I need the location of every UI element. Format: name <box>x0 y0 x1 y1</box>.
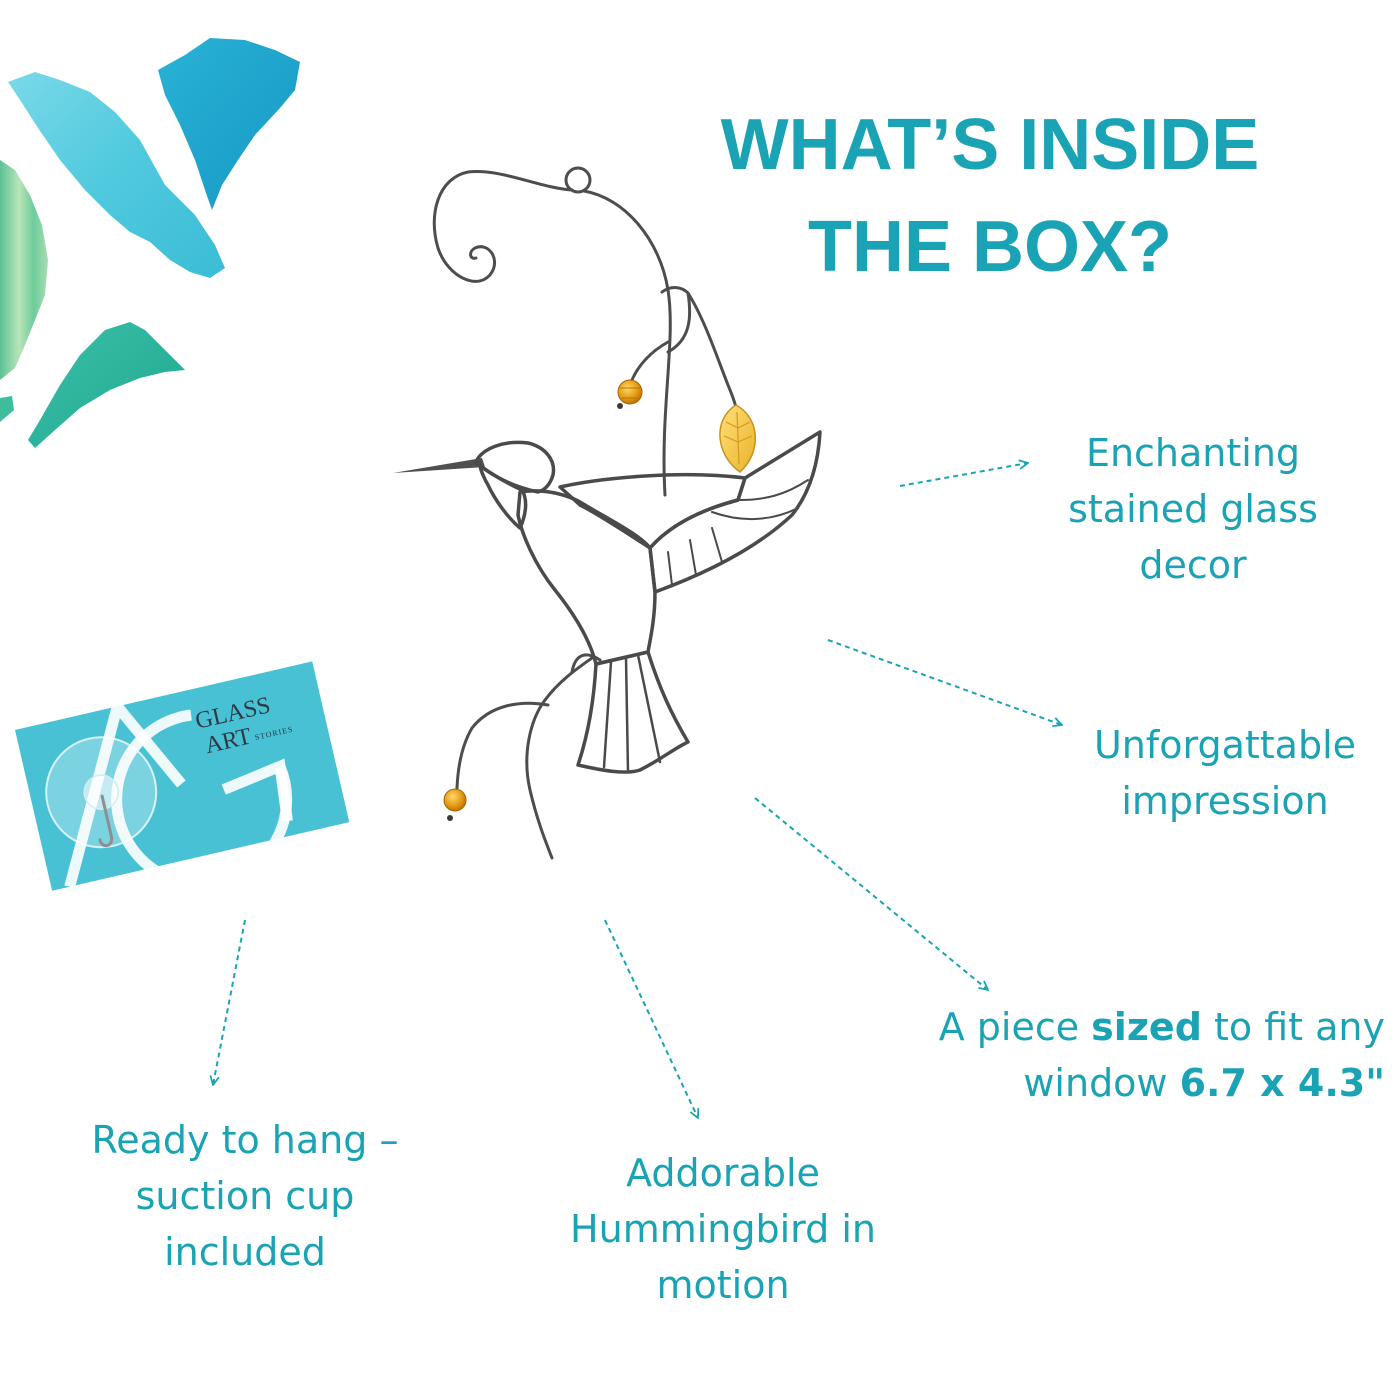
size-text: window <box>1023 1061 1180 1105</box>
bead-facet <box>620 387 640 399</box>
curl-wire <box>432 169 574 283</box>
arrow-to-hang <box>213 919 246 1085</box>
feature-motion-line: motion <box>656 1263 790 1307</box>
feature-hang-line: Ready to hang – <box>91 1118 399 1162</box>
feature-decor-line: Enchanting <box>1085 431 1301 475</box>
suction-cup-card: GLASS ART STORIES <box>15 661 350 891</box>
title-line-2: THE BOX? <box>807 207 1172 287</box>
leaf-stem-wire <box>686 291 738 410</box>
feature-hang-line: suction cup <box>135 1174 355 1218</box>
hanging-loop <box>564 166 592 194</box>
title-line-1: WHAT’S INSIDE <box>720 105 1260 185</box>
feature-impression-line: impression <box>1121 779 1329 823</box>
bead-tip <box>617 403 623 409</box>
size-text: to fit any <box>1201 1005 1385 1049</box>
amber-bead-bottom <box>443 788 467 812</box>
arrow-to-decor <box>899 463 1028 487</box>
feature-decor: Enchanting stained glass decor <box>1043 425 1343 593</box>
size-text: A piece <box>938 1005 1092 1049</box>
feature-impression-line: Unforgattable <box>1093 723 1357 767</box>
glass-shard-green-streaky <box>0 160 48 380</box>
card-background <box>15 661 350 891</box>
inner-loop-wire <box>666 291 692 354</box>
tail-lead-lines <box>602 653 662 774</box>
hummingbird-suncatcher <box>393 166 822 860</box>
wing-feather-lines <box>667 479 809 586</box>
glass-shards <box>0 38 300 448</box>
arrow-to-size <box>754 797 988 990</box>
lower-sub-branch-wire <box>455 701 550 790</box>
card-monogram-g <box>111 709 293 890</box>
feature-hang-line: included <box>164 1230 326 1274</box>
hummingbird-tail <box>576 650 690 774</box>
suction-cup-hook <box>98 794 114 848</box>
glass-shard-teal <box>28 322 185 448</box>
card-monogram-g-bar <box>221 758 293 822</box>
feature-motion: Addorable Hummingbird in motion <box>523 1145 923 1313</box>
feature-decor-line: stained glass <box>1068 487 1318 531</box>
hummingbird-wing-teal <box>558 472 747 550</box>
branch-wire <box>660 286 690 295</box>
glass-shard-small <box>0 396 14 422</box>
amber-bead-top <box>617 379 643 405</box>
leaf-vein <box>723 411 753 465</box>
feature-size: A piece sized to fit any window 6.7 x 4.… <box>900 999 1385 1111</box>
feature-hang: Ready to hang – suction cup included <box>45 1112 445 1280</box>
feature-motion-line: Addorable <box>626 1151 820 1195</box>
callout-arrows <box>213 463 1062 1118</box>
small-twig-wire <box>570 653 602 674</box>
page-title: WHAT’S INSIDE THE BOX? <box>690 94 1290 298</box>
arrow-to-impression <box>827 639 1062 725</box>
main-stem-wire <box>582 189 672 497</box>
hummingbird-body <box>516 489 657 666</box>
hummingbird-face <box>478 464 528 530</box>
size-dimensions: 6.7 x 4.3" <box>1179 1061 1385 1105</box>
feature-motion-line: Hummingbird in <box>570 1207 876 1251</box>
size-emphasis: sized <box>1091 1005 1202 1049</box>
feature-size-line-2: window 6.7 x 4.3" <box>900 1055 1385 1111</box>
feature-impression: Unforgattable impression <box>1075 717 1375 829</box>
feature-size-line-1: A piece sized to fit any <box>900 999 1385 1055</box>
hummingbird-beak <box>393 458 485 473</box>
glass-shard-blue <box>158 38 300 210</box>
bead-tip-bottom <box>447 815 453 821</box>
lower-branch-wire <box>525 656 594 860</box>
arrow-to-motion <box>604 919 698 1118</box>
glass-shard-turquoise <box>8 72 225 278</box>
bead-stem-wire <box>630 340 670 382</box>
feature-decor-line: decor <box>1139 543 1247 587</box>
